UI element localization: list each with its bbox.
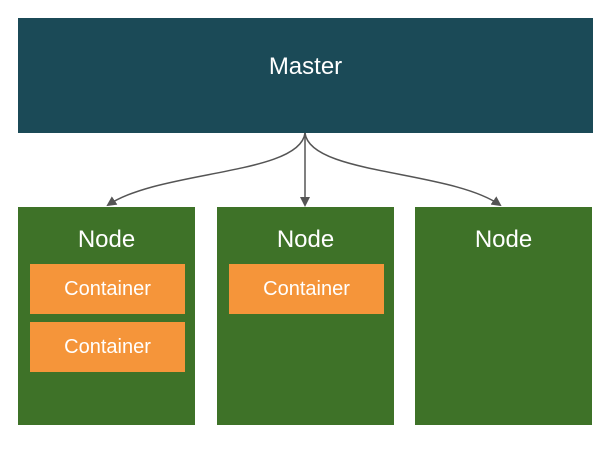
node-3: Node (415, 207, 592, 425)
node-label: Node (77, 226, 136, 253)
container-label: Container (64, 336, 151, 358)
node-1: Node Container Container (18, 207, 195, 425)
master-label: Master (268, 53, 343, 80)
node-2: Node Container (217, 207, 394, 425)
master-box: Master (18, 18, 593, 133)
container-box: Container (30, 264, 185, 314)
container-label: Container (64, 278, 151, 300)
container-box: Container (229, 264, 384, 314)
arrow-to-node-3 (304, 132, 502, 207)
node-label: Node (474, 226, 533, 253)
arrow-to-node-1 (106, 132, 306, 207)
container-box: Container (30, 322, 185, 372)
container-label: Container (263, 278, 350, 300)
node-label: Node (276, 226, 335, 253)
